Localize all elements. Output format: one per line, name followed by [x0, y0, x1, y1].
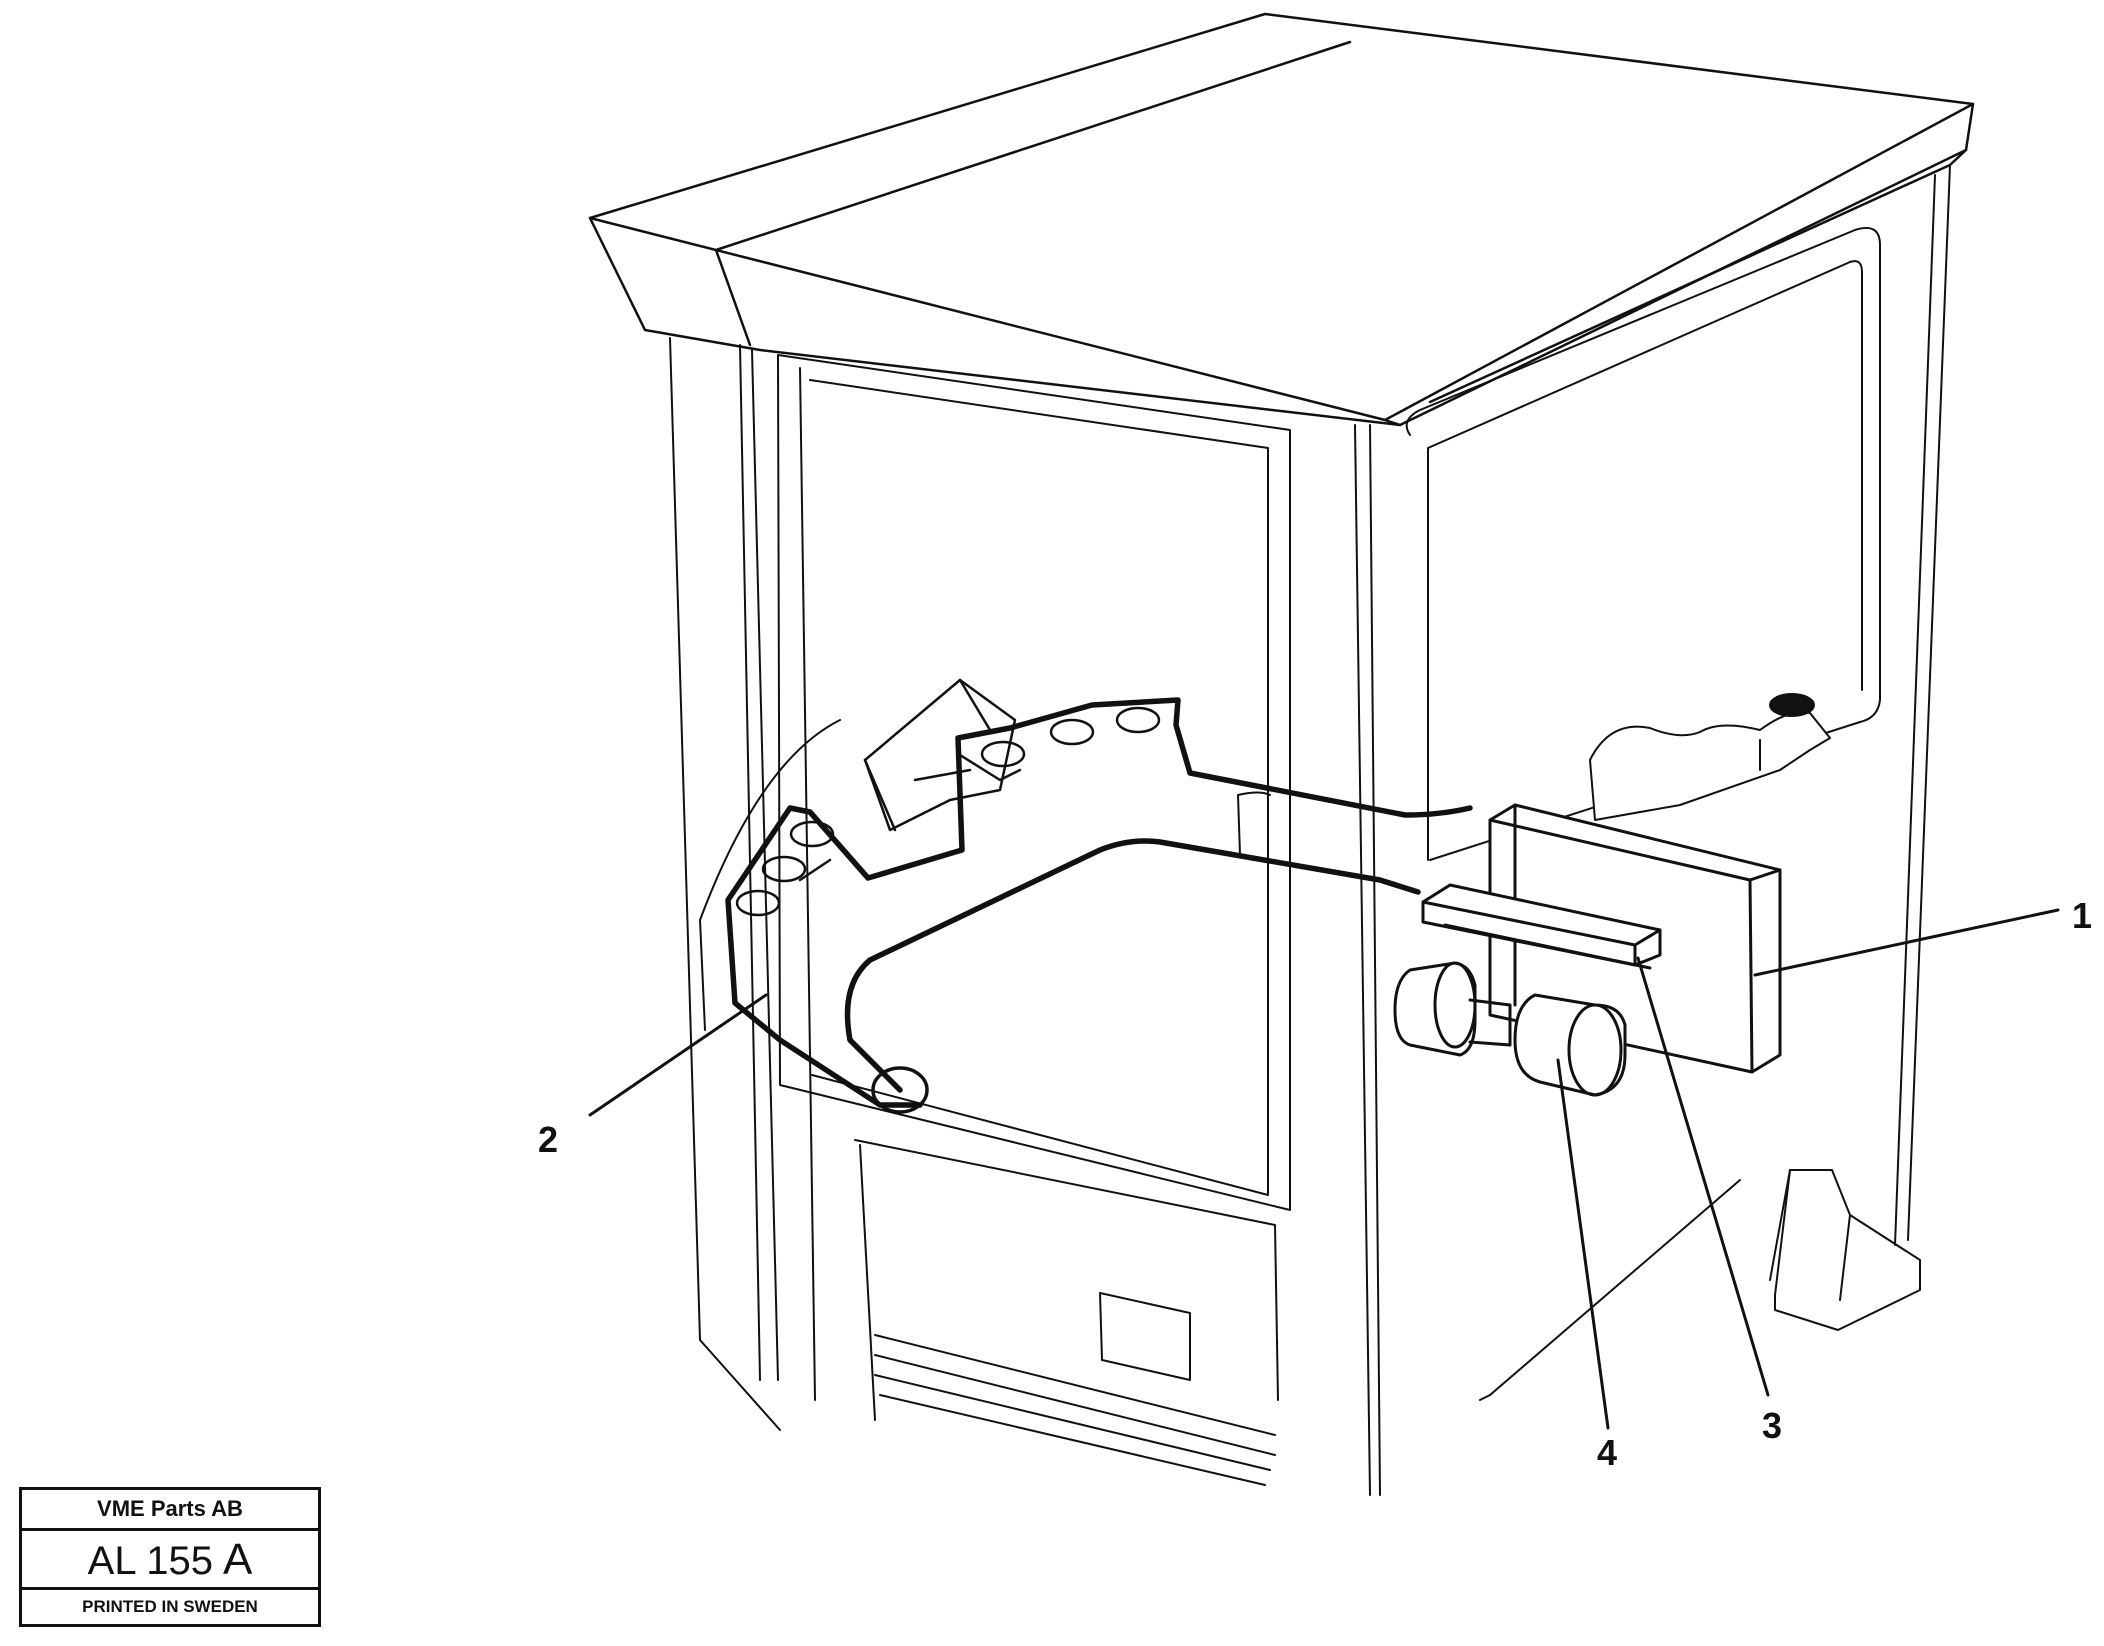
wiring-harness — [725, 697, 1473, 1114]
control-lever-assembly — [735, 678, 1161, 917]
callout-2: 2 — [538, 1119, 559, 1160]
button-2 — [1049, 718, 1095, 746]
button-4 — [789, 820, 835, 848]
button-5 — [761, 855, 807, 883]
callout-1: 1 — [2072, 895, 2093, 936]
stamp-company: VME Parts AB — [22, 1490, 318, 1531]
button-1 — [980, 740, 1026, 768]
stamp-revision: A — [222, 1535, 253, 1584]
callout-3: 3 — [1762, 1405, 1783, 1446]
leader-4 — [1556, 1058, 1610, 1430]
stamp-printed: PRINTED IN SWEDEN — [22, 1587, 318, 1624]
cab-roof — [588, 12, 1975, 427]
button-3 — [1115, 706, 1161, 734]
bracket — [1421, 883, 1662, 970]
leader-2 — [588, 993, 768, 1117]
leader-lines — [588, 908, 2060, 1430]
seat-outline — [699, 693, 1831, 1031]
leader-3 — [1636, 956, 1770, 1397]
leader-1 — [1753, 908, 2060, 977]
callout-4: 4 — [1597, 1432, 1618, 1473]
connector-plugs — [1393, 961, 1627, 1097]
cab-body — [669, 164, 1951, 1496]
button-6 — [735, 889, 781, 917]
stamp-code: AL 155 — [87, 1539, 213, 1583]
